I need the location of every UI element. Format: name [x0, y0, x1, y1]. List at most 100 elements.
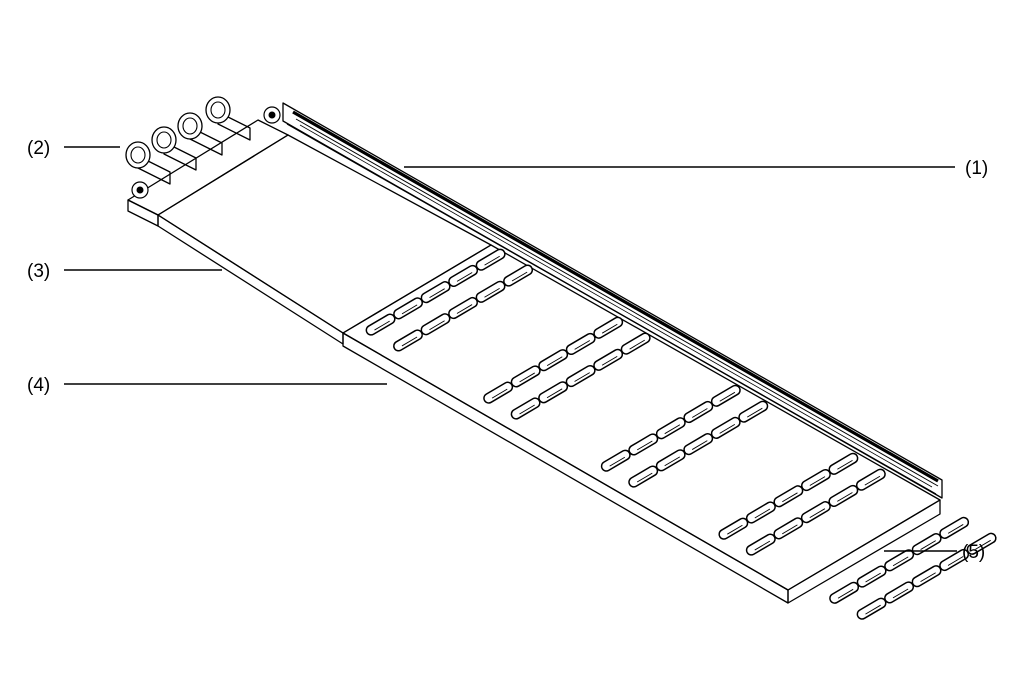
slot-hole-shadow [636, 440, 653, 451]
slot-hole-inner [940, 550, 968, 570]
slot-hole-shadow [865, 572, 881, 583]
leader-lines [64, 146, 957, 552]
slot-hole-shadow [401, 336, 418, 347]
slot-hole-shadow [892, 588, 909, 599]
slot-hole-shadow [947, 524, 964, 534]
slot-hole-inner [885, 550, 913, 570]
slot-hole-shadow [456, 304, 473, 314]
slot-hole-inner [602, 451, 630, 471]
slot-hole-shadow [374, 320, 390, 331]
slot-hole-shadow [947, 556, 964, 566]
slot-hole-inner [422, 282, 450, 302]
slot-hole-inner [367, 315, 395, 335]
slot-hole-inner [512, 366, 540, 386]
slot-hole-inner [684, 402, 712, 422]
slot-hole-inner [913, 566, 941, 586]
slot-hole-shadow [664, 456, 681, 467]
slot-hole-shadow [892, 556, 909, 567]
label-3: (3) [27, 261, 50, 282]
slot-hole-inner [539, 350, 567, 370]
slot-hole-inner [747, 502, 775, 523]
fitting-connector [125, 141, 171, 185]
slot-hole-shadow [865, 604, 881, 615]
slot-hole-shadow [519, 372, 535, 383]
slot-hole-shadow [636, 472, 653, 483]
slot-hole-inner [829, 454, 857, 474]
slot-hole-shadow [920, 572, 936, 583]
slot-hole-inner [774, 518, 802, 538]
slot-hole-shadow [727, 524, 743, 535]
label-4: (4) [27, 375, 50, 396]
label-5: (5) [962, 542, 985, 563]
slot-hole-inner [857, 470, 885, 490]
slot-hole-shadow [782, 492, 798, 503]
slot-hole-shadow [484, 255, 500, 266]
slot-hole-shadow [719, 424, 736, 434]
slot-hole-shadow [664, 424, 681, 435]
slot-hole-shadow [691, 440, 708, 450]
slot-hole-inner [774, 486, 802, 506]
slot-hole-inner [394, 330, 422, 351]
slot-hole-inner [968, 534, 996, 554]
slot-hole-inner [802, 470, 830, 490]
slot-hole-shadow [574, 372, 590, 382]
slot-hole-inner [512, 398, 540, 419]
slot-hole-shadow [975, 539, 991, 550]
slot-hole-inner [567, 334, 595, 354]
slot-hole-inner [594, 318, 622, 338]
slot-hole-shadow [746, 407, 763, 418]
fitting-connector [177, 112, 223, 156]
fitting-connector [205, 96, 251, 141]
slot-hole-inner [449, 266, 477, 286]
slot-hole-inner [394, 298, 422, 318]
slot-hole-inner [657, 418, 685, 438]
slot-hole-shadow [429, 320, 445, 331]
slot-hole-shadow [629, 339, 645, 350]
slot-hole-inner [657, 450, 685, 470]
slot-hole-inner [504, 265, 532, 286]
slot-hole-inner [858, 599, 885, 619]
slot-hole-inner [629, 434, 657, 455]
slot-hole-inner [684, 434, 712, 454]
slot-hole-inner [567, 366, 595, 386]
slot-hole-shadow [456, 272, 473, 282]
slot-hole-shadow [491, 388, 508, 399]
label-2: (2) [27, 138, 50, 159]
slot-hole-shadow [809, 508, 826, 518]
slot-hole-inner [830, 583, 858, 603]
slot-hole-shadow [511, 271, 528, 282]
slot-hole-shadow [837, 588, 854, 599]
slot-hole-shadow [574, 340, 591, 350]
slot-hole-shadow [601, 323, 618, 334]
perforated-tray [342, 244, 997, 620]
slot-hole-shadow [692, 408, 708, 418]
slot-hole-inner [477, 282, 505, 302]
slot-hole-inner [622, 334, 650, 354]
slot-hole-inner [484, 383, 512, 403]
fitting-connectors [125, 96, 251, 185]
slot-hole-shadow [609, 456, 626, 467]
slot-hole-inner [829, 486, 857, 506]
slot-hole-shadow [809, 476, 826, 486]
slot-hole-inner [422, 314, 449, 334]
slot-hole-shadow [519, 404, 535, 415]
slot-hole-shadow [864, 475, 881, 486]
slot-hole-inner [739, 402, 767, 422]
slot-hole-inner [747, 535, 775, 555]
slot-hole-inner [712, 418, 740, 438]
slot-hole-inner [477, 250, 505, 270]
slot-hole-shadow [546, 356, 563, 367]
slot-hole-inner [539, 382, 567, 402]
slot-hole-inner [449, 298, 477, 318]
slot-hole-shadow [837, 492, 853, 502]
slot-hole-inner [940, 518, 968, 538]
slot-hole-inner [629, 466, 657, 487]
slot-hole-shadow [429, 288, 445, 298]
slot-hole-inner [802, 502, 830, 522]
slot-hole-inner [719, 519, 747, 539]
slot-hole-shadow [754, 508, 771, 519]
slot-hole-inner [913, 534, 941, 554]
slot-hole-shadow [754, 540, 771, 551]
slot-hole-inner [858, 566, 886, 587]
